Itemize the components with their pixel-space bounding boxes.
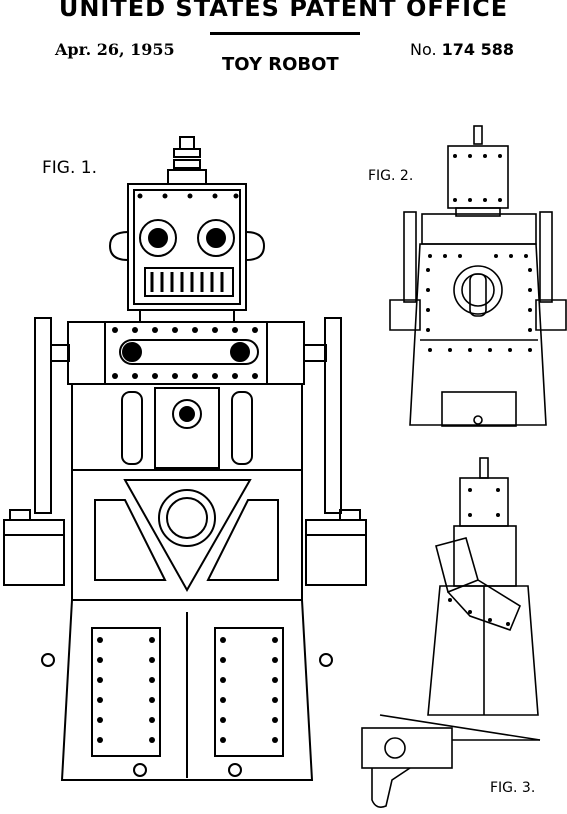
office-heading: UNITED STATES PATENT OFFICE <box>58 0 509 22</box>
fig3-label: FIG. 3. <box>490 780 536 796</box>
patent-date: Apr. 26, 1955 <box>55 40 175 59</box>
number-label: No. <box>410 40 437 59</box>
heading-rule <box>210 32 360 35</box>
fig1-label: FIG. 1. <box>42 158 97 178</box>
fig2-label: FIG. 2. <box>368 168 414 184</box>
patent-number: No. 174 588 <box>410 40 514 59</box>
number-value: 174 588 <box>441 40 515 59</box>
patent-title: TOY ROBOT <box>222 54 339 75</box>
